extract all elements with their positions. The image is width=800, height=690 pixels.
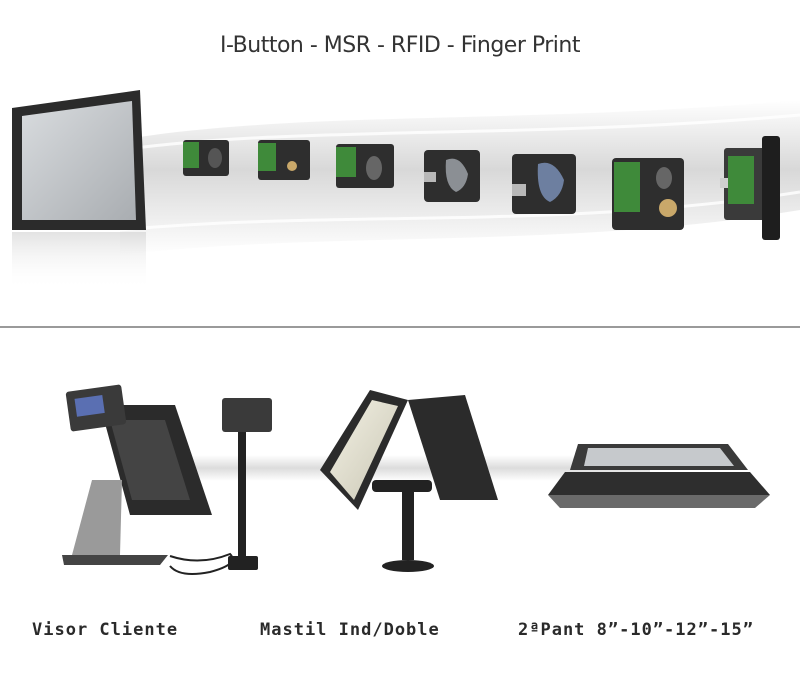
combo-module-icon bbox=[612, 158, 684, 230]
pole-display-icon bbox=[222, 398, 272, 570]
caption-second-screen: 2ªPant 8”-10”-12”-15” bbox=[518, 620, 754, 640]
fingerprint-module-icon bbox=[424, 150, 480, 202]
ibutton-module-icon bbox=[183, 140, 229, 176]
customer-display-pos-icon bbox=[62, 384, 234, 575]
caption-customer-display: Visor Cliente bbox=[32, 620, 179, 640]
section-divider bbox=[0, 326, 800, 328]
fingerprint-module-icon bbox=[512, 154, 576, 214]
side-module-icon bbox=[720, 136, 780, 240]
msr-module-icon bbox=[258, 140, 310, 180]
reader-modules-illustration bbox=[12, 90, 800, 290]
dual-mast-monitor-icon bbox=[320, 390, 498, 572]
second-screen-icon bbox=[548, 444, 770, 508]
caption-mast-mount: Mastil Ind/Doble bbox=[260, 620, 440, 640]
page-title: I-Button - MSR - RFID - Finger Print bbox=[220, 33, 580, 58]
touch-monitor-icon bbox=[12, 90, 146, 290]
rfid-module-icon bbox=[336, 144, 394, 188]
accessories-illustration bbox=[62, 384, 770, 575]
